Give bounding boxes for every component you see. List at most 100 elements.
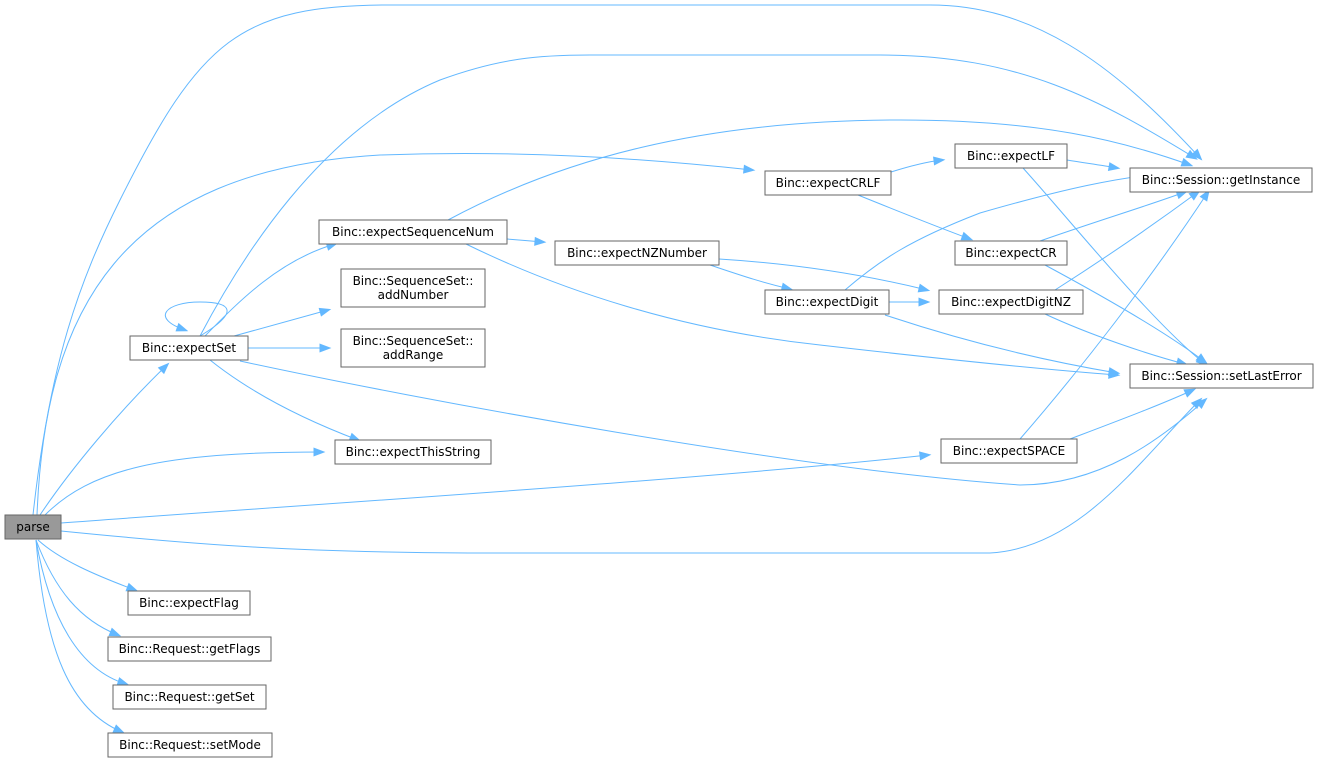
- arrowhead-icon: [919, 451, 932, 461]
- arrowhead-icon: [1195, 397, 1208, 409]
- node-expect-digit[interactable]: Binc::expectDigit: [764, 289, 890, 315]
- edge-line: [884, 314, 1118, 374]
- node-expect-n-z-number[interactable]: Binc::expectNZNumber: [554, 240, 720, 266]
- edge-parse-to-expectSet: [39, 362, 170, 516]
- edge-expectLF-to-getInstance: [1066, 159, 1121, 172]
- arrowhead-icon: [1199, 189, 1210, 202]
- edge-line: [1044, 264, 1206, 363]
- edge-line: [1069, 389, 1194, 440]
- arrowhead-icon: [960, 231, 974, 241]
- arrowhead-icon: [1185, 149, 1198, 160]
- edge-parse-to-getInstance: [32, 4, 1203, 516]
- edge-line: [60, 454, 929, 524]
- node-expect-digit-n-z[interactable]: Binc::expectDigitNZ: [938, 289, 1084, 315]
- node-box: [127, 590, 251, 616]
- edge-parse-to-getSet: [35, 539, 130, 686]
- edge-line: [36, 152, 753, 516]
- edge-line: [233, 309, 329, 337]
- edge-expectSPACE-to-setLastError: [1069, 388, 1197, 440]
- edge-expectDigit-to-expectDigitNZ: [889, 297, 931, 307]
- edge-line: [35, 539, 127, 685]
- node-label: Binc::Session::getInstance: [1142, 173, 1300, 187]
- edge-line: [60, 399, 1201, 554]
- arrowhead-icon: [112, 724, 126, 734]
- node-box: [340, 268, 486, 308]
- arrowhead-icon: [319, 343, 332, 353]
- edge-line: [164, 301, 228, 337]
- node-label: Binc::Request::setMode: [119, 738, 261, 752]
- edge-line: [209, 359, 359, 441]
- node-box: [318, 219, 508, 245]
- edge-parse-to-expectFlag: [37, 539, 139, 592]
- node-label: Binc::expectCR: [965, 246, 1056, 260]
- node-expect-c-r[interactable]: Binc::expectCR: [954, 240, 1068, 266]
- arrowhead-icon: [116, 677, 130, 686]
- arrowhead-icon: [1195, 353, 1208, 365]
- arrowhead-icon: [1183, 388, 1197, 398]
- node-parse[interactable]: parse: [4, 514, 62, 540]
- node-expect-this-string[interactable]: Binc::expectThisString: [334, 439, 492, 465]
- node-set-last-error[interactable]: Binc::Session::setLastError: [1129, 363, 1314, 389]
- node-expect-c-r-l-f[interactable]: Binc::expectCRLF: [764, 170, 892, 196]
- edge-expectNZNumber-to-expectDigitNZ: [718, 258, 931, 293]
- edge-expectSet-to-getInstance: [199, 54, 1198, 337]
- arrowhead-icon: [918, 297, 931, 307]
- edge-expectNZNumber-to-expectDigit: [709, 264, 794, 292]
- node-box: [954, 143, 1068, 169]
- arrowhead-icon: [313, 447, 326, 457]
- arrowhead-icon: [933, 156, 946, 166]
- node-expect-s-p-a-c-e[interactable]: Binc::expectSPACE: [940, 438, 1078, 464]
- edge-expectCR-to-setLastError: [1044, 264, 1208, 365]
- node-label: Binc::expectLF: [967, 149, 1055, 163]
- node-label: Binc::Request::getFlags: [119, 642, 261, 656]
- node-box: [1129, 167, 1313, 193]
- node-expect-flag[interactable]: Binc::expectFlag: [127, 590, 251, 616]
- node-label: Binc::SequenceSet::: [353, 334, 474, 348]
- node-expect-sequence-num[interactable]: Binc::expectSequenceNum: [318, 219, 508, 245]
- edge-line: [1019, 191, 1209, 440]
- edge-expectSequenceNum-to-getInstance: [447, 119, 1194, 221]
- node-add-number[interactable]: Binc::SequenceSet::addNumber: [340, 268, 486, 308]
- edge-parse-to-expectThisString: [44, 447, 326, 516]
- node-label: addRange: [383, 348, 444, 362]
- edge-line: [239, 360, 1206, 486]
- node-label: Binc::expectSPACE: [953, 444, 1065, 458]
- edge-line: [709, 264, 791, 290]
- edge-expectSet-to-addRange: [248, 343, 332, 353]
- node-label: Binc::expectNZNumber: [567, 246, 707, 260]
- node-label: Binc::SequenceSet::: [353, 274, 474, 288]
- node-add-range[interactable]: Binc::SequenceSet::addRange: [340, 328, 486, 368]
- node-expect-l-f[interactable]: Binc::expectLF: [954, 143, 1068, 169]
- node-label: Binc::expectDigitNZ: [951, 295, 1071, 309]
- node-label: Binc::expectThisString: [346, 445, 481, 459]
- edge-expectCRLF-to-expectCR: [857, 194, 974, 241]
- edge-line: [37, 539, 136, 591]
- edge-expectSet-to-expectSequenceNum: [204, 242, 339, 337]
- node-box: [334, 439, 492, 465]
- node-box: [764, 289, 890, 315]
- edge-line: [39, 364, 168, 516]
- edge-line: [1044, 313, 1186, 365]
- node-label: addNumber: [378, 288, 449, 302]
- node-box: [940, 438, 1078, 464]
- node-box: [554, 240, 720, 266]
- edge-parse-to-expectCRLF: [36, 152, 756, 516]
- edge-line: [844, 171, 1181, 291]
- node-label: parse: [16, 520, 50, 534]
- node-box: [107, 636, 272, 662]
- edge-parse-to-getFlags: [35, 539, 122, 637]
- edge-line: [857, 194, 971, 240]
- node-label: Binc::expectFlag: [139, 596, 239, 610]
- arrowhead-icon: [1190, 148, 1203, 161]
- edge-expectSequenceNum-to-expectNZNumber: [506, 236, 547, 246]
- arrowhead-icon: [318, 307, 332, 317]
- arrowhead-icon: [175, 322, 189, 332]
- edge-expectSet-to-setLastError: [239, 360, 1208, 486]
- node-get-instance[interactable]: Binc::Session::getInstance: [1129, 167, 1313, 193]
- node-set-mode[interactable]: Binc::Request::setMode: [107, 732, 273, 758]
- arrowhead-icon: [1180, 157, 1194, 167]
- node-get-set[interactable]: Binc::Request::getSet: [112, 684, 267, 710]
- edge-line: [35, 539, 123, 733]
- node-get-flags[interactable]: Binc::Request::getFlags: [107, 636, 272, 662]
- node-expect-set[interactable]: Binc::expectSet: [129, 335, 249, 361]
